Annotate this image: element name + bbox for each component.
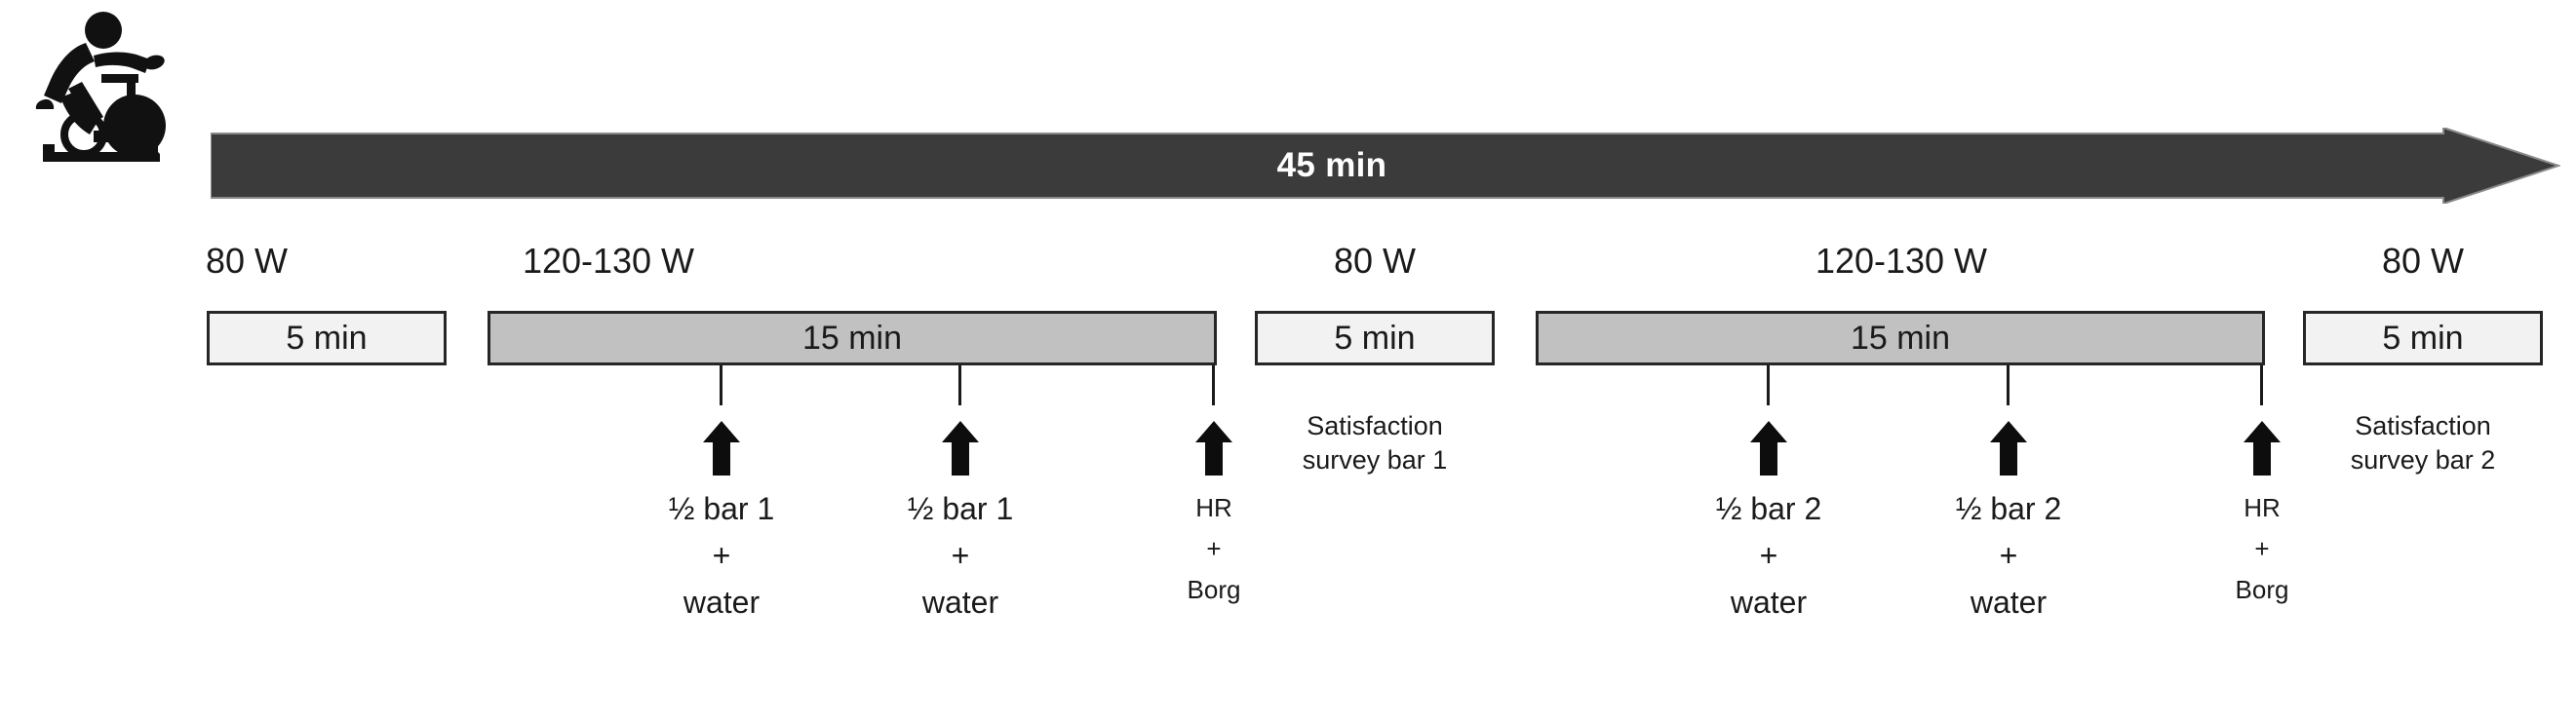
event-line-2: +	[1759, 538, 1778, 573]
event-arrow-bar1-a	[703, 421, 740, 476]
event-label-hr-borg-1: HR + Borg	[1097, 495, 1331, 602]
event-line-3: water	[921, 585, 999, 620]
event-line-3: Borg	[2235, 575, 2289, 604]
event-line-1: ½ bar 1	[907, 491, 1014, 526]
event-label-bar2-a: ½ bar 2 + water	[1632, 493, 1905, 618]
event-line-3: water	[683, 585, 761, 620]
stationary-bike-icon	[18, 8, 183, 166]
event-line-1: ½ bar 2	[1955, 491, 2062, 526]
event-label-bar1-a: ½ bar 1 + water	[585, 493, 858, 618]
satisfaction-survey-1: Satisfaction survey bar 1	[1251, 409, 1499, 476]
event-line-3: water	[1970, 585, 2048, 620]
tick-bar2-a	[1767, 365, 1770, 405]
stage-box-work-1: 15 min	[488, 311, 1217, 365]
event-label-bar1-b: ½ bar 1 + water	[824, 493, 1097, 618]
event-arrow-hr-borg-1	[1195, 421, 1232, 476]
event-line-3: Borg	[1187, 575, 1241, 604]
power-label-recovery-1: 80 W	[1333, 241, 1417, 281]
survey-line-2: survey bar 1	[1302, 444, 1448, 475]
event-line-1: HR	[2244, 493, 2281, 522]
event-label-hr-borg-2: HR + Borg	[2145, 495, 2379, 602]
stage-box-recovery-2: 5 min	[2303, 311, 2543, 365]
power-label-warmup: 80 W	[205, 241, 289, 281]
event-line-1: ½ bar 1	[668, 491, 775, 526]
power-label-work-1: 120-130 W	[522, 241, 695, 281]
event-arrow-bar2-a	[1750, 421, 1787, 476]
event-arrow-bar2-b	[1990, 421, 2027, 476]
event-line-2: +	[951, 538, 970, 573]
survey-line-1: Satisfaction	[1307, 411, 1443, 440]
tick-hr-borg-1	[1212, 365, 1215, 405]
power-label-work-2: 120-130 W	[1815, 241, 1988, 281]
event-line-3: water	[1730, 585, 1808, 620]
stage-box-work-2: 15 min	[1536, 311, 2265, 365]
tick-hr-borg-2	[2260, 365, 2263, 405]
timeline-arrow	[210, 126, 2562, 206]
survey-line-1: Satisfaction	[2355, 411, 2491, 440]
event-label-bar2-b: ½ bar 2 + water	[1872, 493, 2145, 618]
event-line-1: ½ bar 2	[1715, 491, 1822, 526]
event-line-2: +	[1999, 538, 2018, 573]
event-line-2: +	[1206, 534, 1222, 563]
power-label-recovery-2: 80 W	[2381, 241, 2465, 281]
stage-box-warmup: 5 min	[207, 311, 447, 365]
satisfaction-survey-2: Satisfaction survey bar 2	[2299, 409, 2547, 476]
tick-bar1-a	[720, 365, 722, 405]
event-arrow-hr-borg-2	[2244, 421, 2281, 476]
tick-bar2-b	[2007, 365, 2010, 405]
tick-bar1-b	[958, 365, 961, 405]
event-line-1: HR	[1195, 493, 1232, 522]
survey-line-2: survey bar 2	[2350, 444, 2496, 475]
event-arrow-bar1-b	[942, 421, 979, 476]
event-line-2: +	[712, 538, 731, 573]
event-line-2: +	[2254, 534, 2270, 563]
stage-box-recovery-1: 5 min	[1255, 311, 1495, 365]
